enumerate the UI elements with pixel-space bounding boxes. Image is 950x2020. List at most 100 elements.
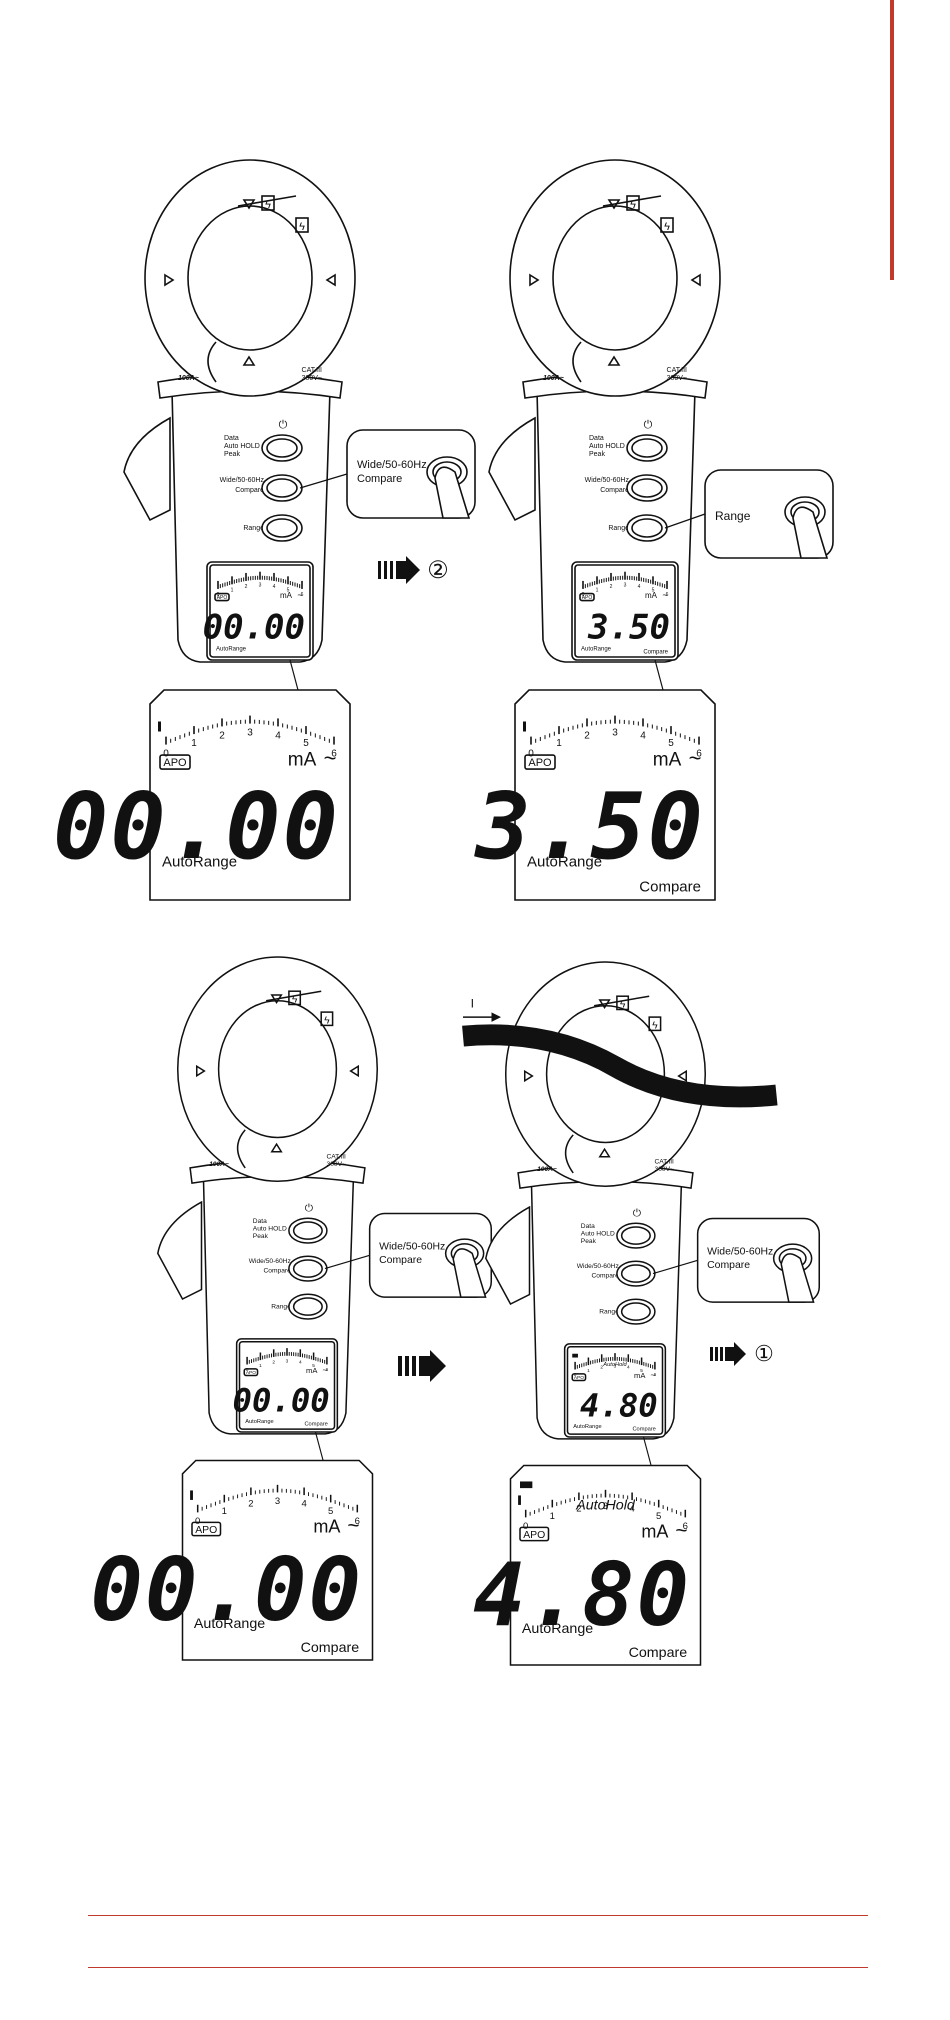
ac-symbol: ~ <box>675 1519 687 1542</box>
scale-label: 6 <box>326 1367 329 1373</box>
step-1-marker: ① <box>754 1341 774 1366</box>
finger-icon <box>452 1248 487 1298</box>
callout-leader <box>652 1259 698 1275</box>
apo-box <box>579 592 595 602</box>
autorange-indicator: AutoRange <box>581 647 612 653</box>
scale-label: 1 <box>587 1368 590 1374</box>
range-button <box>626 514 668 542</box>
jaw-arrow-top <box>270 994 283 1005</box>
unit-label: mA <box>288 750 317 771</box>
current-arrow-head <box>491 1012 501 1022</box>
mode-button <box>261 474 303 502</box>
unit-label: mA <box>641 1521 668 1541</box>
ac-symbol: ~ <box>662 590 667 600</box>
lcd-frame <box>149 689 351 901</box>
scale-label: 5 <box>656 1511 661 1522</box>
compare-indicator: Compare <box>639 879 701 896</box>
scale-label: 1 <box>222 1506 227 1517</box>
grip-wing <box>157 1200 203 1301</box>
lcd-frame <box>209 564 311 658</box>
scale-label: 3 <box>612 728 618 739</box>
data-hold-button <box>288 1217 328 1244</box>
unit-label: mA <box>306 1366 318 1375</box>
apo-box <box>519 1526 550 1542</box>
apo-box <box>159 754 191 770</box>
apo-label: APO <box>528 757 552 769</box>
scale-label: 3 <box>247 728 253 739</box>
jaw-opening <box>217 999 338 1139</box>
range-label: Range <box>243 525 264 532</box>
hazard-symbol: ϟ <box>664 221 670 233</box>
compare-indicator: Compare <box>629 1645 688 1661</box>
apo-label: APO <box>574 1375 584 1381</box>
step-2-marker: ② <box>427 557 449 584</box>
scale-label: 6 <box>301 592 304 598</box>
jaw-arrow-bottom <box>607 355 621 366</box>
jaw-split-bottom <box>572 341 582 383</box>
scale-label: 4 <box>301 1498 306 1509</box>
finger-icon <box>780 1253 815 1303</box>
jaw-rating-left: 100A~ <box>178 375 199 382</box>
bar-graph-indicator <box>572 1353 578 1358</box>
autohold-indicator: AutoHold <box>575 1497 636 1513</box>
button-inner <box>266 518 298 538</box>
button-inner <box>266 438 298 458</box>
power-icon: ⏻ <box>279 419 288 431</box>
scale-label: 0 <box>574 1372 577 1378</box>
hazard-icon <box>295 217 309 233</box>
apo-label: APO <box>195 1525 217 1536</box>
scale-label: 2 <box>248 1498 253 1509</box>
hazard-icon <box>648 1016 662 1032</box>
scale-label: 1 <box>556 738 562 749</box>
scale-start-marker <box>158 721 161 732</box>
scale-label: 0 <box>582 592 585 598</box>
page-accent-bar <box>890 0 894 280</box>
grip-wing <box>123 416 171 522</box>
lcd-reading: 3.50 <box>473 773 705 880</box>
scale-label: 2 <box>610 584 613 590</box>
lcd-reading: 00.00 <box>53 773 340 880</box>
unit-label: mA <box>634 1371 646 1380</box>
autorange-indicator: AutoRange <box>522 1621 593 1637</box>
data-hold-button <box>626 434 668 462</box>
scale-label: 1 <box>259 1363 262 1369</box>
autorange-indicator: AutoRange <box>527 853 602 870</box>
ac-symbol: ~ <box>347 1514 359 1537</box>
range-button <box>616 1298 656 1325</box>
lcd-reading: 4.80 <box>580 1387 658 1425</box>
scale-label: 4 <box>629 1503 634 1514</box>
scale-label: 5 <box>287 587 290 593</box>
jaw-arrow-left <box>523 1069 534 1083</box>
button-inner <box>620 1264 651 1283</box>
hazard-symbol: ϟ <box>265 199 271 211</box>
scale-label: 5 <box>312 1363 315 1369</box>
lcd-frame <box>181 1459 374 1661</box>
hazard-icon <box>616 995 630 1011</box>
jaw-arrow-top <box>607 199 621 210</box>
apo-box <box>214 592 230 602</box>
power-icon: ⏻ <box>644 419 653 431</box>
hazard-icon <box>261 195 275 211</box>
button-inner <box>266 478 298 498</box>
jaw-arrow-right <box>325 273 336 287</box>
jaw-rating-left: 100A~ <box>543 375 564 382</box>
lcd-zoom-leader <box>314 1431 324 1461</box>
compare-indicator: Compare <box>301 1640 360 1656</box>
lcd-zoom-leader <box>654 659 664 691</box>
scale-label: 5 <box>328 1506 333 1517</box>
apo-box <box>191 1521 222 1537</box>
jaw-split-bottom <box>564 1134 574 1174</box>
finger-icon <box>434 466 471 519</box>
scale-label: 3 <box>624 583 627 589</box>
scale-label: 4 <box>273 584 276 590</box>
data-hold-button <box>616 1222 656 1249</box>
